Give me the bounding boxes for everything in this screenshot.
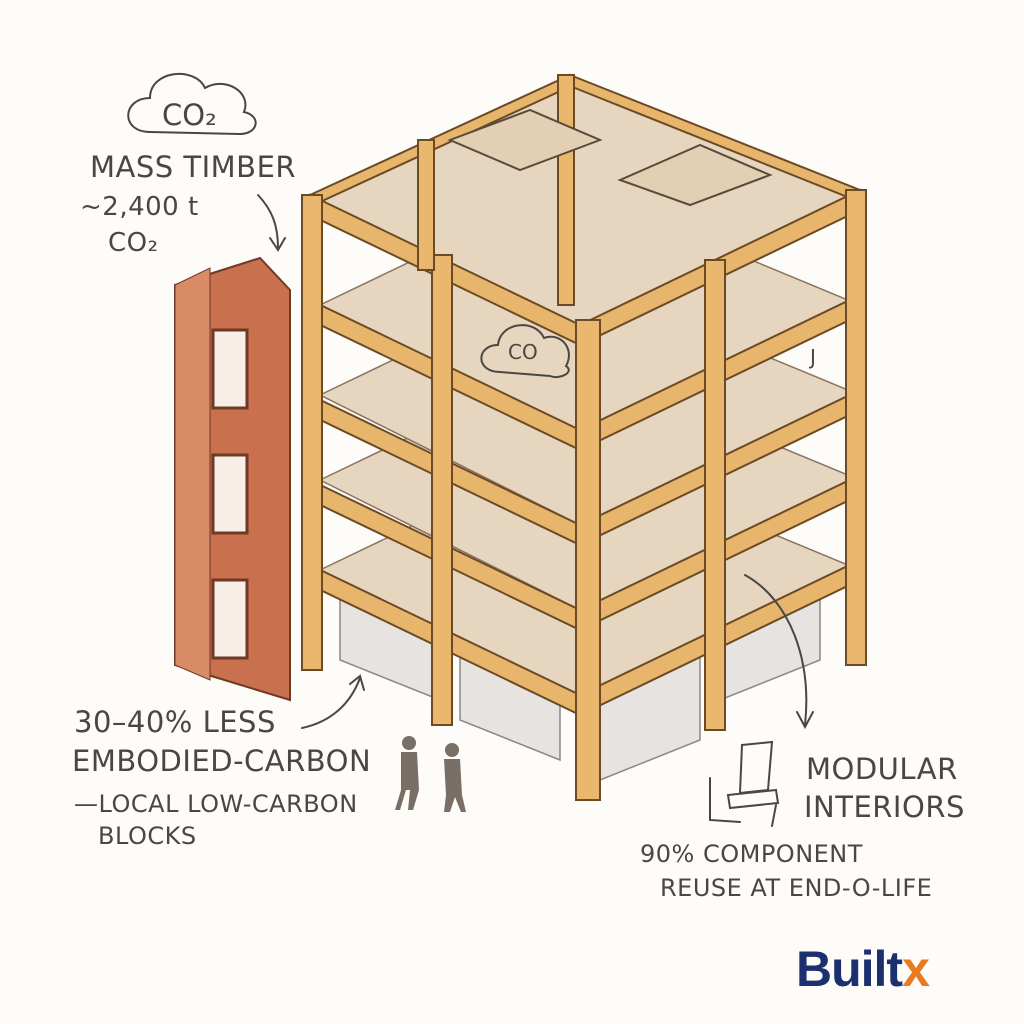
timber-columns [301,74,867,801]
embodied-carbon-headline-2: EMBODIED-CARBON [72,744,372,778]
modular-arrow [744,574,814,730]
logo-accent: x [902,941,930,997]
mass-timber-amount: ~2,400 t [80,192,199,222]
co2-cloud-label: CO₂ [162,98,217,132]
interior-co-cloud-icon [480,324,570,378]
mass-timber-title: MASS TIMBER [90,150,297,184]
mass-timber-unit: CO₂ [108,228,159,258]
embodied-carbon-arrow [301,674,365,729]
brick-wall-panel [174,256,291,702]
builtx-logo: Builtx [796,940,930,998]
interior-co-label: CO [508,340,538,364]
interior-mark: J [810,345,816,369]
modular-sub-1: 90% COMPONENT [640,840,863,868]
logo-main: Built [796,941,903,997]
roof-panels [447,108,773,207]
mass-timber-arrow [257,194,286,252]
people-figures [395,736,466,812]
embodied-carbon-sub-1: —LOCAL LOW-CARBON [74,790,358,818]
embodied-carbon-sub-2: BLOCKS [98,822,197,850]
co2-cloud-icon [127,72,257,136]
embodied-carbon-headline-1: 30–40% LESS [74,705,276,739]
modular-title-1: MODULAR [806,752,958,786]
modular-title-2: INTERIORS [804,790,965,824]
modular-sub-2: REUSE AT END-O-LIFE [660,874,933,902]
chair-icon [709,740,780,827]
